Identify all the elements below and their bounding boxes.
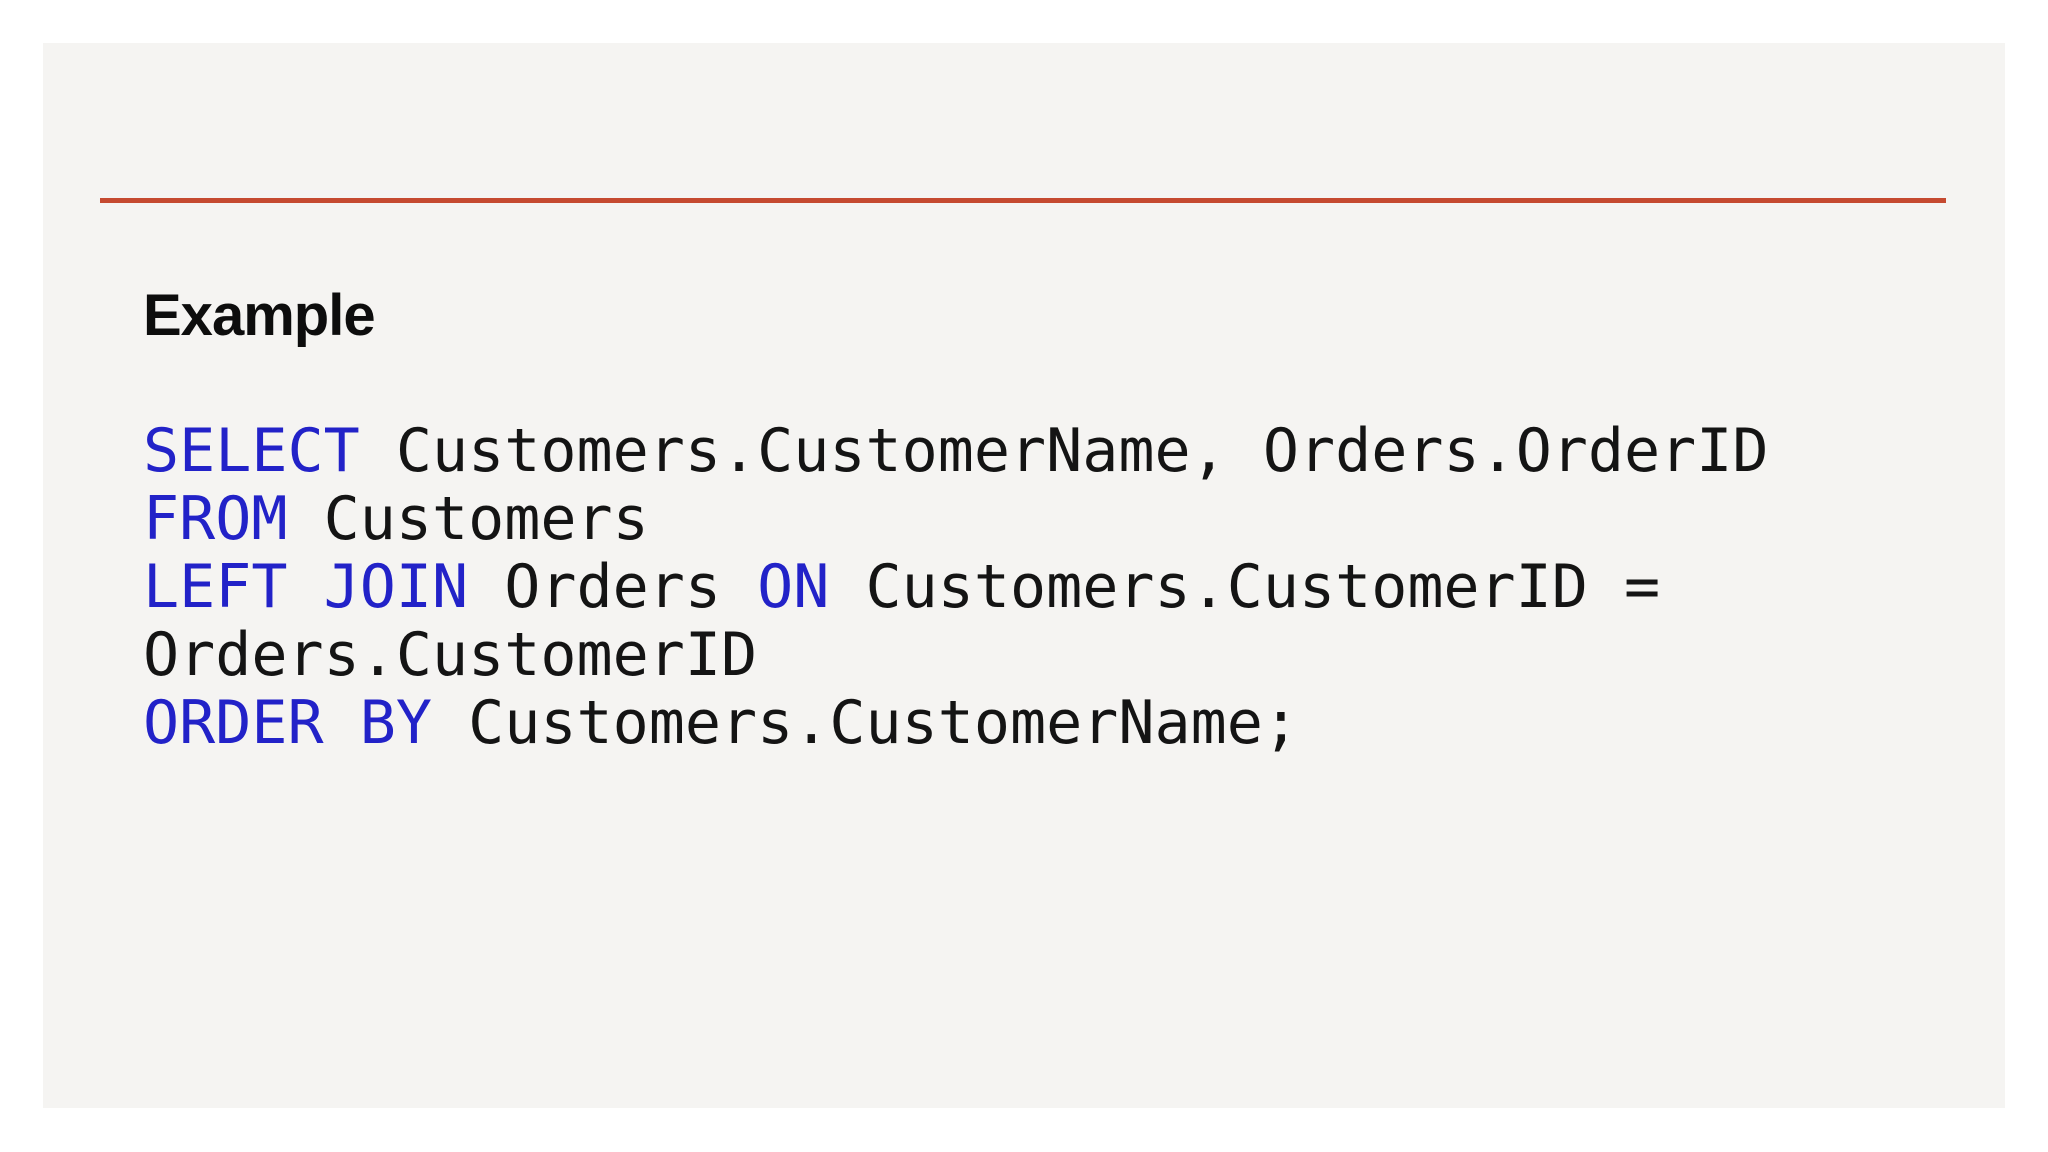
sql-text: Customers.CustomerName, Orders.OrderID	[359, 416, 1769, 486]
sql-text: Customers	[287, 484, 649, 554]
accent-divider-line	[100, 198, 1946, 203]
sql-code-line: FROM Customers	[143, 485, 1769, 553]
sql-code-block: SELECT Customers.CustomerName, Orders.Or…	[143, 417, 1769, 757]
sql-text: Customers.CustomerName;	[431, 688, 1299, 758]
sql-code-line: Orders.CustomerID	[143, 621, 1769, 689]
sql-code-line: ORDER BY Customers.CustomerName;	[143, 689, 1769, 757]
sql-text: Orders.CustomerID	[143, 620, 758, 690]
sql-keyword: ON	[757, 552, 830, 622]
sql-code-line: LEFT JOIN Orders ON Customers.CustomerID…	[143, 553, 1769, 621]
sql-keyword: ORDER BY	[143, 688, 432, 758]
sql-code-line: SELECT Customers.CustomerName, Orders.Or…	[143, 417, 1769, 485]
sql-keyword: FROM	[143, 484, 288, 554]
sql-keyword: LEFT JOIN	[143, 552, 469, 622]
slide-canvas: Example SELECT Customers.CustomerName, O…	[43, 43, 2005, 1108]
sql-keyword: SELECT	[143, 416, 360, 486]
sql-text: Customers.CustomerID =	[829, 552, 1661, 622]
sql-text: Orders	[468, 552, 758, 622]
slide-title: Example	[143, 283, 376, 348]
